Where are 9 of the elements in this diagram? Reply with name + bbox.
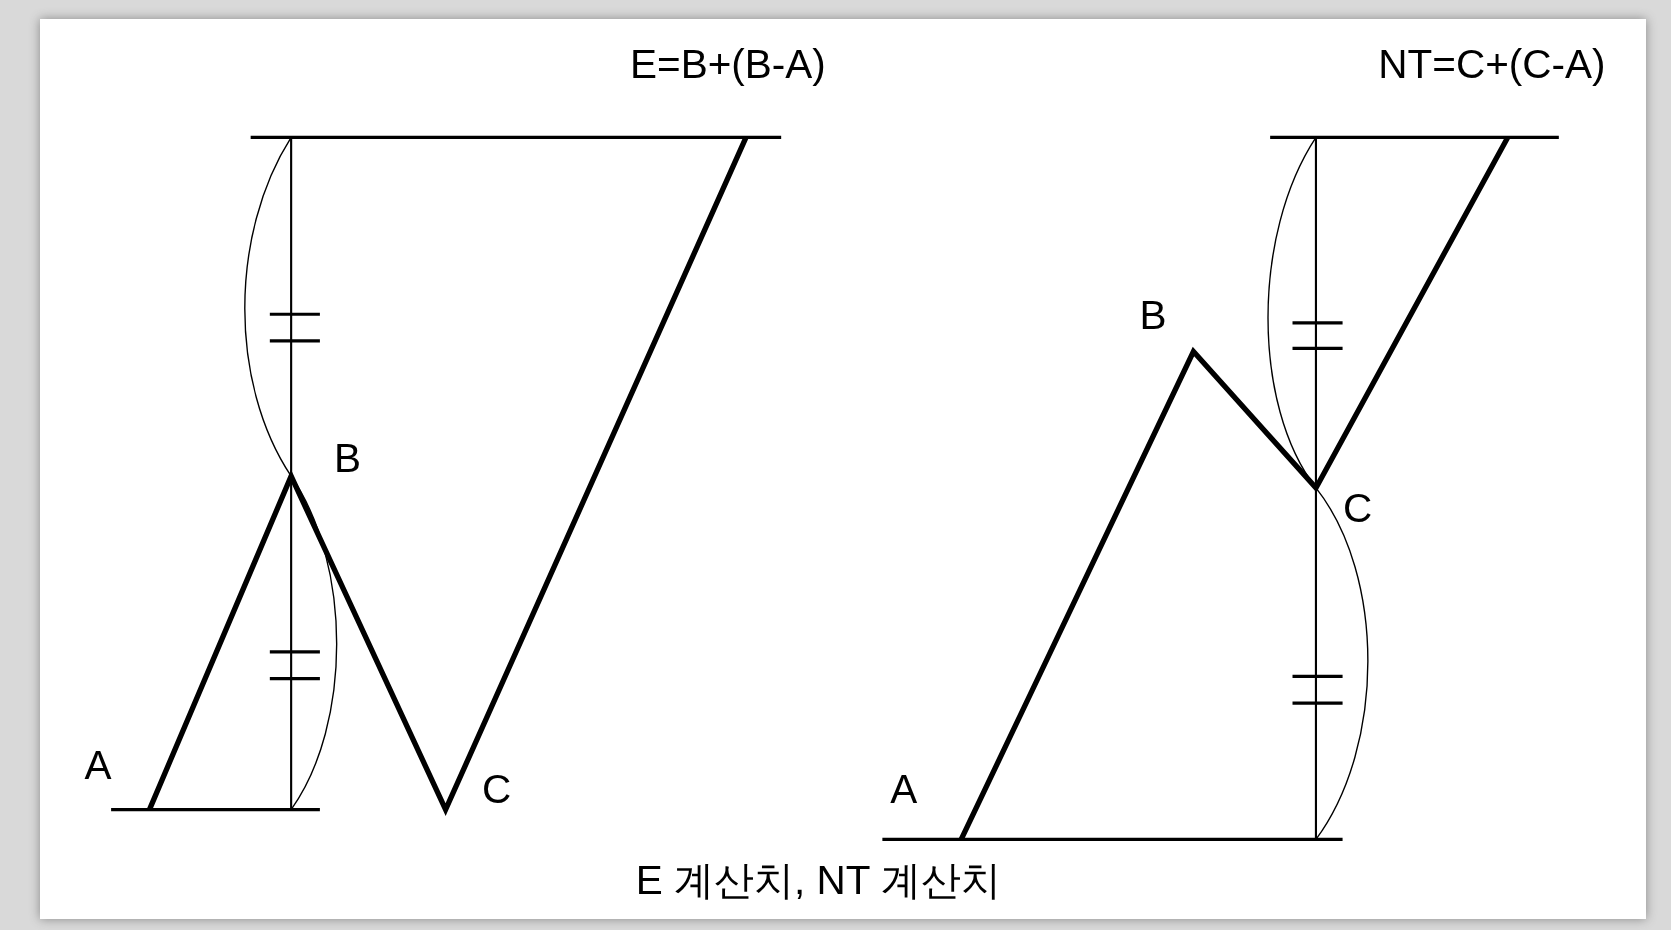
point-label: A <box>890 768 918 809</box>
point-label: A <box>84 744 112 786</box>
formula-text: NT=C+(C-A) <box>1378 43 1606 85</box>
caption: E 계산치, NT 계산치 <box>635 860 1002 901</box>
point-label: C <box>482 768 512 809</box>
point-label: C <box>1343 488 1373 529</box>
point-label: B <box>1139 295 1167 336</box>
point-label: B <box>333 438 361 479</box>
formula-text: E=B+(B-A) <box>630 43 826 85</box>
